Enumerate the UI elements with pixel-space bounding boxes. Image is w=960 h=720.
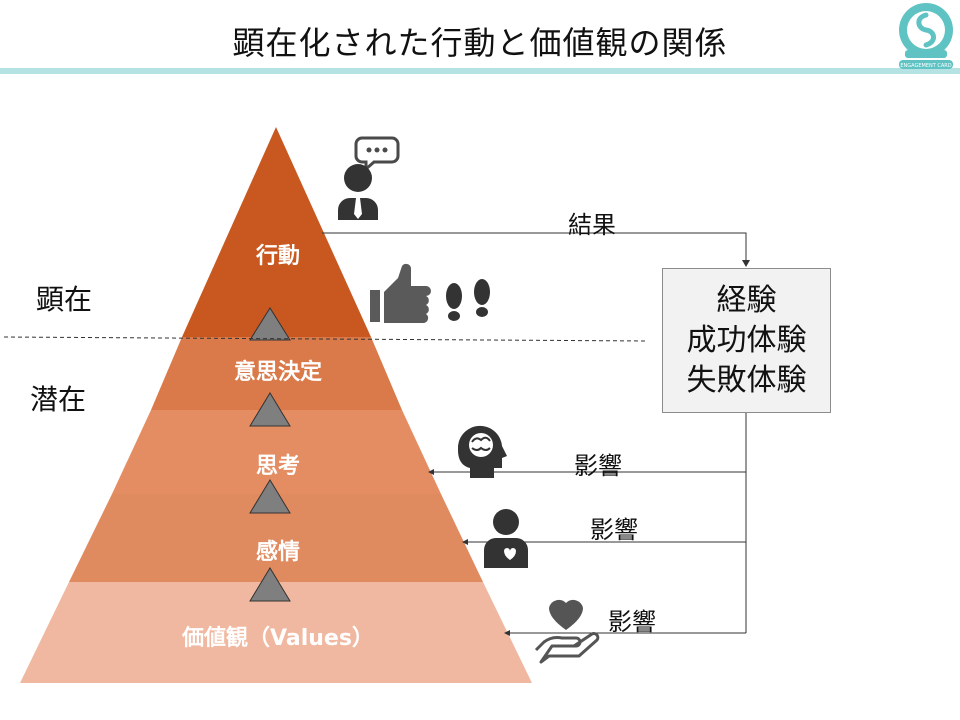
pyramid-layer-emotion — [69, 494, 483, 582]
pyramid-layer-decision — [151, 337, 402, 410]
layer-values-label: 価値観（Values） — [182, 626, 374, 651]
engagement-card-logo: ENGAGEMENT CARD — [899, 3, 953, 69]
influence-label-values: 影響 — [608, 608, 656, 636]
person-speech-icon — [338, 136, 400, 220]
influence-label-emotion: 影響 — [590, 516, 638, 544]
pyramid-layer-action — [182, 127, 371, 337]
pyramid-layer-values — [20, 582, 532, 683]
layer-emotion-label: 感情 — [255, 540, 300, 565]
layer-thinking-label: 思考 — [255, 454, 300, 479]
visible-latent-boundary — [3, 336, 649, 342]
thumbs-up-icon — [370, 263, 431, 323]
visible-label: 顕在 — [36, 283, 93, 316]
title-underline — [0, 68, 960, 74]
latent-label: 潜在 — [30, 383, 87, 416]
result-label: 結果 — [568, 211, 616, 239]
page-title: 顕在化された行動と価値観の関係 — [232, 24, 728, 62]
result-connector — [322, 232, 747, 264]
failure-experience-line: 失敗体験 — [686, 362, 807, 398]
svg-text:ENGAGEMENT CARD: ENGAGEMENT CARD — [900, 63, 951, 69]
experience-line: 経験 — [716, 282, 777, 318]
up-arrow — [249, 307, 291, 341]
up-arrow — [249, 479, 291, 514]
experience-box: 経験 成功体験 失敗体験 — [662, 268, 831, 413]
layer-action-label: 行動 — [255, 244, 300, 269]
brain-head-icon — [457, 425, 507, 478]
influence-label-thinking: 影響 — [574, 452, 622, 480]
footprints-icon — [446, 279, 490, 321]
pyramid-layer-thinking — [112, 410, 441, 494]
person-heart-icon — [484, 509, 528, 568]
success-experience-line: 成功体験 — [686, 322, 807, 358]
up-arrow — [249, 567, 291, 602]
heart-hand-icon — [534, 599, 600, 664]
up-arrow — [249, 392, 291, 427]
layer-decision-label: 意思決定 — [233, 360, 322, 385]
